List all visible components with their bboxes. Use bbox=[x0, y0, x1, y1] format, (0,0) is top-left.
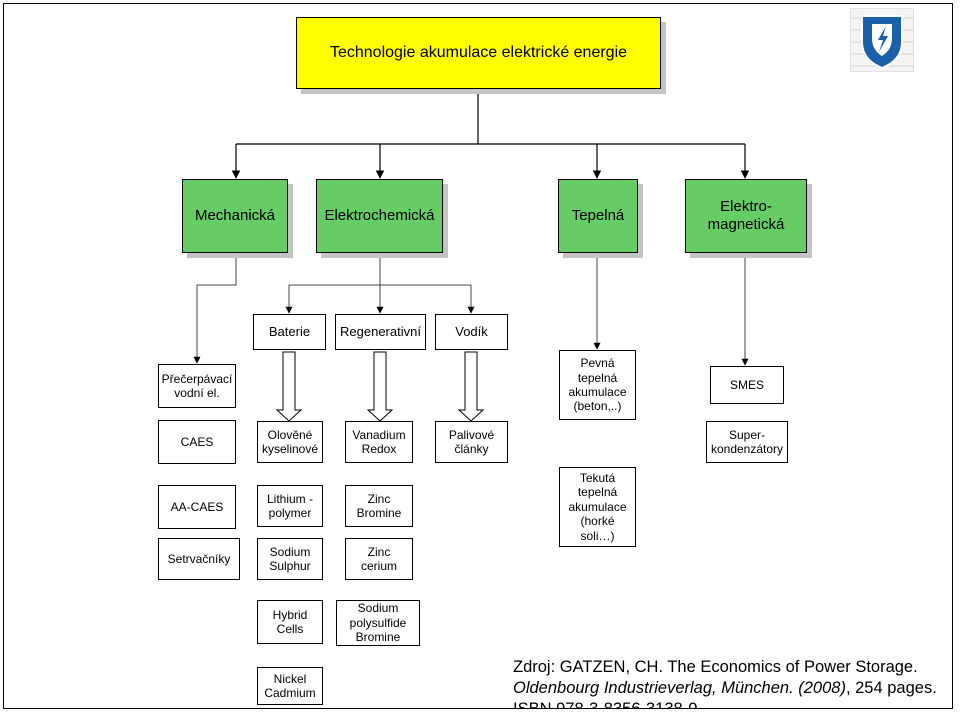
electromagnetic-item-label: SMES bbox=[729, 377, 764, 392]
battery-item-label: Hybrid Cells bbox=[272, 607, 308, 636]
source-citation: Zdroj: GATZEN, CH. The Economics of Powe… bbox=[513, 657, 953, 709]
subgroup-batteries: Baterie bbox=[253, 314, 326, 350]
electromagnetic-item-label: Super- kondenzátory bbox=[710, 427, 784, 456]
battery-item-lithium-polymer: Lithium - polymer bbox=[257, 485, 323, 527]
mechanical-item-label: Setrvačníky bbox=[167, 551, 231, 566]
battery-item-sodium-sulphur: Sodium Sulphur bbox=[257, 538, 323, 580]
battery-item-label: Lithium - polymer bbox=[266, 491, 313, 520]
category-electrochemical: Elektrochemická bbox=[316, 179, 443, 253]
category-thermal: Tepelná bbox=[558, 179, 638, 253]
battery-item-label: Nickel Cadmium bbox=[264, 671, 316, 700]
regenerative-item-label: Sodium polysulfide Bromine bbox=[349, 601, 407, 645]
source-isbn: ISBN 978-3-8356-3138-0 bbox=[513, 700, 698, 709]
mechanical-item-label: AA-CAES bbox=[170, 499, 224, 514]
category-electrochemical-label: Elektrochemická bbox=[324, 207, 435, 224]
thermal-item-label: Pevná tepelná akumulace (beton,..) bbox=[568, 356, 627, 414]
regenerative-item-label: Zinc Bromine bbox=[356, 491, 402, 520]
regenerative-item-zinc-bromine: Zinc Bromine bbox=[345, 485, 413, 527]
regenerative-item-sodium-polysulfide: Sodium polysulfide Bromine bbox=[336, 600, 420, 646]
root-node: Technologie akumulace elektrické energie bbox=[296, 17, 661, 89]
regenerative-item-label: Vanadium Redox bbox=[352, 427, 406, 456]
battery-item-label: Olověné kyselinové bbox=[261, 427, 319, 456]
subgroup-hydrogen-label: Vodík bbox=[455, 324, 488, 340]
mechanical-item-caes: CAES bbox=[158, 420, 236, 464]
electromagnetic-item-smes: SMES bbox=[710, 366, 784, 404]
category-mechanical: Mechanická bbox=[182, 179, 288, 253]
regenerative-item-zinc-cerium: Zinc cerium bbox=[345, 538, 413, 580]
mechanical-item-aa-caes: AA-CAES bbox=[158, 485, 236, 529]
root-label: Technologie akumulace elektrické energie bbox=[329, 44, 628, 62]
source-line-2: Oldenbourg Industrieverlag, München. (20… bbox=[513, 678, 953, 699]
electromagnetic-item-supercapacitors: Super- kondenzátory bbox=[706, 421, 788, 463]
mechanical-item-label: Přečerpávací vodní el. bbox=[161, 371, 233, 400]
battery-item-lead-acid: Olověné kyselinové bbox=[257, 421, 323, 463]
source-publisher: Oldenbourg Industrieverlag, München. (20… bbox=[513, 679, 846, 697]
mechanical-item-label: CAES bbox=[180, 434, 214, 449]
shield-logo-icon bbox=[849, 7, 915, 73]
mechanical-item-flywheels: Setrvačníky bbox=[158, 538, 240, 580]
subgroup-hydrogen: Vodík bbox=[435, 314, 508, 350]
battery-item-nickel-cadmium: Nickel Cadmium bbox=[257, 667, 323, 705]
subgroup-batteries-label: Baterie bbox=[268, 324, 311, 340]
mechanical-item-pumped-hydro: Přečerpávací vodní el. bbox=[158, 364, 236, 408]
category-electromagnetic-label: Elektro- magnetická bbox=[707, 198, 785, 233]
slide-frame bbox=[3, 3, 953, 709]
thermal-item-solid: Pevná tepelná akumulace (beton,..) bbox=[559, 350, 636, 420]
subgroup-regenerative: Regenerativní bbox=[335, 314, 426, 350]
hydrogen-item-label: Palivové články bbox=[448, 427, 495, 456]
thermal-item-label: Tekutá tepelná akumulace (horké soli…) bbox=[568, 471, 627, 543]
thermal-item-liquid: Tekutá tepelná akumulace (horké soli…) bbox=[559, 467, 636, 547]
category-electromagnetic: Elektro- magnetická bbox=[685, 179, 807, 253]
regenerative-item-label: Zinc cerium bbox=[360, 544, 397, 573]
battery-item-hybrid-cells: Hybrid Cells bbox=[257, 600, 323, 644]
hydrogen-item-fuel-cells: Palivové články bbox=[435, 421, 508, 463]
battery-item-label: Sodium Sulphur bbox=[269, 544, 311, 573]
university-logo bbox=[849, 7, 915, 73]
subgroup-regenerative-label: Regenerativní bbox=[340, 324, 421, 340]
category-thermal-label: Tepelná bbox=[571, 207, 625, 224]
source-line-1: Zdroj: GATZEN, CH. The Economics of Powe… bbox=[513, 658, 918, 676]
regenerative-item-vanadium-redox: Vanadium Redox bbox=[345, 421, 413, 463]
source-pages: , 254 pages. bbox=[845, 679, 937, 697]
category-mechanical-label: Mechanická bbox=[194, 207, 276, 224]
